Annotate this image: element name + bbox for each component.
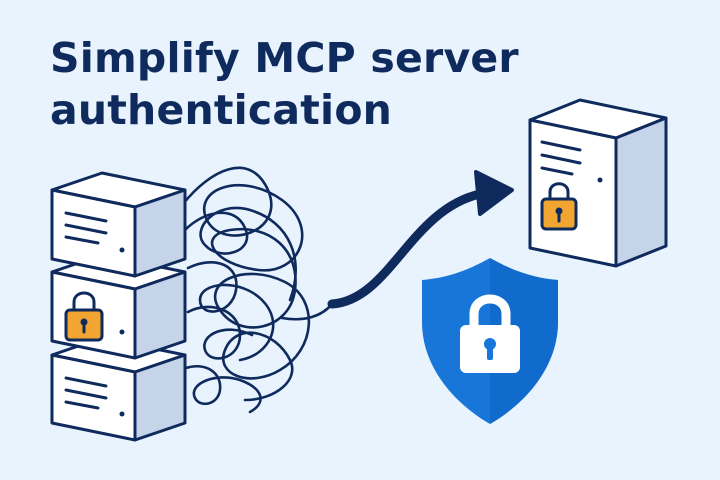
headline: Simplify MCP server authentication [50, 32, 519, 136]
arrow-right-icon [327, 170, 514, 309]
headline-line-2: authentication [50, 86, 393, 134]
headline-line-1: Simplify MCP server [50, 34, 519, 82]
server-stack-icon [50, 171, 187, 442]
tangled-lines-icon [181, 166, 334, 414]
padlock-icon [64, 291, 104, 342]
padlock-icon [540, 182, 578, 231]
server-icon [528, 98, 668, 268]
shield-lock-icon [422, 258, 558, 424]
